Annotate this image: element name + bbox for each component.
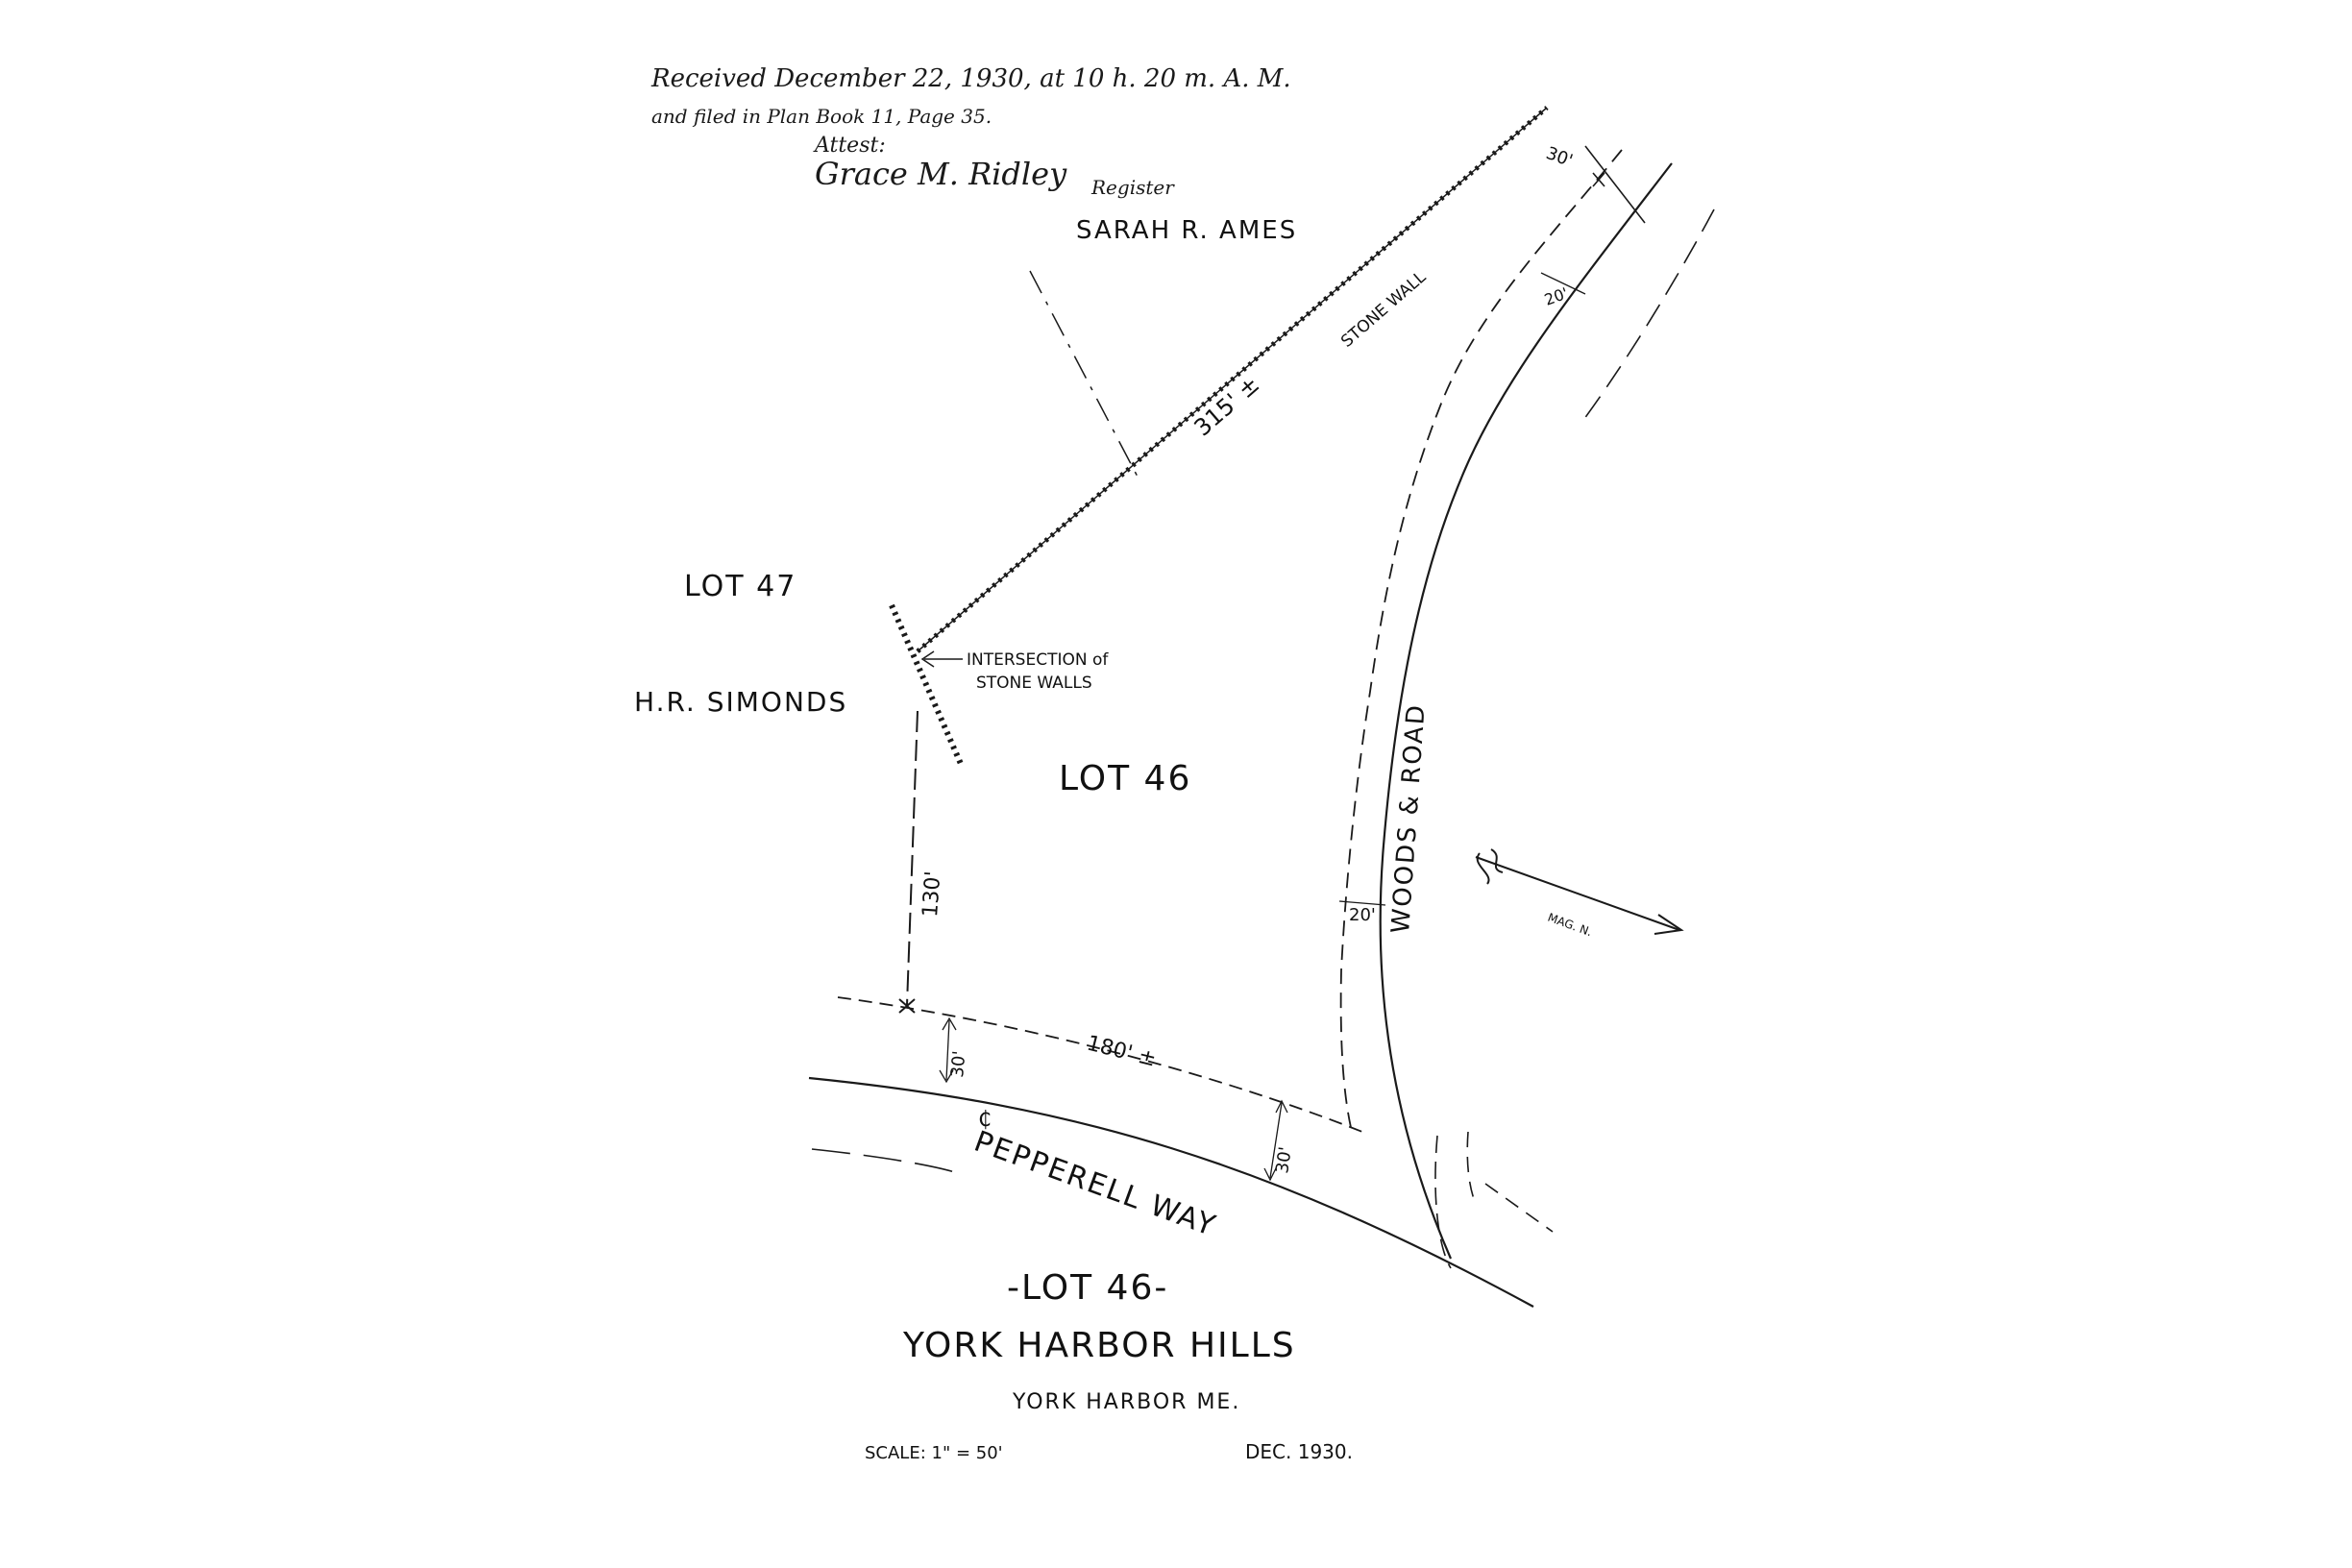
division-line xyxy=(1029,270,1140,481)
pepperell-way: PEPPERELL WAY ₵ 30' 30' xyxy=(808,1017,1534,1308)
stone-wall-north-edge xyxy=(917,107,1548,652)
west-side-dimension: 130' xyxy=(919,870,945,919)
setback-right-line xyxy=(1269,1102,1283,1179)
woods-road-east-edge-mid xyxy=(1466,1131,1475,1200)
abutter-west-owner: H.R. SIMONDS xyxy=(634,686,847,718)
north-arrow-shaft xyxy=(1475,856,1680,931)
lot-47-label: LOT 47 xyxy=(684,570,796,603)
register-title: Register xyxy=(1090,176,1175,199)
centerline-mark: ₵ xyxy=(978,1108,992,1132)
road-width-top-line xyxy=(1540,272,1586,295)
setback-right-dimension: 30' xyxy=(1272,1145,1296,1175)
title-subdivision: YORK HARBOR HILLS xyxy=(902,1326,1296,1365)
attest-label: Attest: xyxy=(813,134,886,158)
woods-road-east-edge-upper xyxy=(1580,208,1715,424)
setback-right-arrows xyxy=(1263,1099,1288,1182)
title-town: YORK HARBOR ME. xyxy=(1012,1390,1240,1414)
road-width-mid-line xyxy=(1338,900,1386,906)
intersection-label-1: INTERSECTION of xyxy=(967,650,1109,670)
title-date: DEC. 1930. xyxy=(1245,1440,1353,1463)
register-signature: Grace M. Ridley xyxy=(815,156,1067,192)
recording-note: Received December 22, 1930, at 10 h. 20 … xyxy=(650,64,1291,199)
north-arrow: MAG. N. xyxy=(1475,848,1684,940)
road-width-top-dimension: 20' xyxy=(1542,283,1571,308)
woods-road-centerline xyxy=(1379,162,1673,1260)
front-dimension: 180' ± xyxy=(1085,1032,1159,1072)
pepperell-south-edge xyxy=(811,1148,962,1175)
setback-left-arrows xyxy=(939,1017,957,1084)
road-width-mid-dimension: 20' xyxy=(1349,905,1376,925)
setback-top-dimension: 30' xyxy=(1543,143,1575,171)
title-block: -LOT 46- YORK HARBOR HILLS YORK HARBOR M… xyxy=(865,1268,1353,1463)
setback-top-marker xyxy=(1592,172,1605,187)
north-arrow-tail xyxy=(1476,848,1504,885)
parcel-label: LOT 46 xyxy=(1059,759,1191,798)
west-boundary: 130' xyxy=(898,710,945,1014)
intersection-annotation: INTERSECTION of STONE WALLS xyxy=(920,650,1109,693)
abutter-north-label: SARAH R. AMES xyxy=(1076,216,1297,245)
front-property-line xyxy=(837,996,1363,1133)
stone-wall-label: STONE WALL xyxy=(1337,267,1430,352)
woods-road-west-edge xyxy=(1339,149,1623,1137)
title-scale: SCALE: 1" = 50' xyxy=(865,1443,1003,1463)
title-lot: -LOT 46- xyxy=(1007,1268,1168,1308)
west-boundary-line xyxy=(906,710,919,1006)
recording-line-1: Received December 22, 1930, at 10 h. 20 … xyxy=(650,64,1291,93)
front-line: 180' ± xyxy=(837,996,1363,1133)
intersection-arrowhead xyxy=(920,650,935,668)
stone-wall-west xyxy=(889,603,964,766)
setback-left-dimension: 30' xyxy=(947,1050,969,1079)
setback-top-line xyxy=(1584,145,1646,224)
setback-left-line xyxy=(945,1019,950,1081)
corner-marker xyxy=(898,998,916,1014)
intersection-label-2: STONE WALLS xyxy=(976,674,1092,693)
road-junction-edge xyxy=(1484,1183,1554,1233)
north-arrow-head xyxy=(1654,914,1684,935)
recording-line-2: and filed in Plan Book 11, Page 35. xyxy=(651,105,992,128)
pepperell-way-label: PEPPERELL WAY xyxy=(969,1125,1220,1244)
woods-road-label: WOODS & ROAD xyxy=(1386,702,1432,934)
pepperell-centerline xyxy=(808,1076,1534,1308)
north-arrow-label: MAG. N. xyxy=(1546,911,1594,940)
woods-road-east-edge-lower xyxy=(1434,1135,1452,1269)
